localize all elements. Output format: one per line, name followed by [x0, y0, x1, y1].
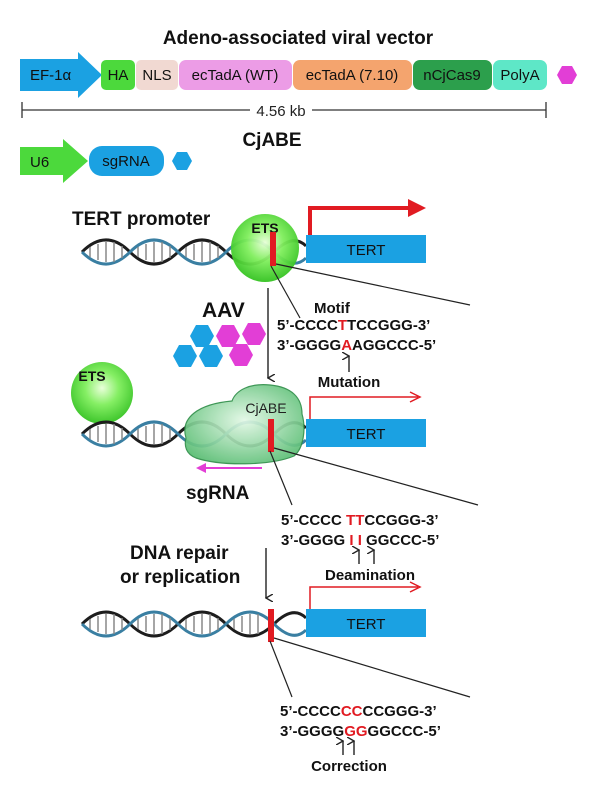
vector-size-scale: 4.56 kb [21, 100, 547, 120]
tert-promoter-title: TERT promoter [72, 209, 211, 230]
ets-label-2: ETS [78, 368, 105, 384]
transcription-arrowhead-1 [408, 199, 426, 217]
seq1-top-mut: T [338, 317, 347, 334]
vector-construct: EF-1α HA NLS ecTadA (WT) ecTadA (7.10) n… [20, 52, 577, 98]
seq2-top-t2: T [355, 512, 364, 529]
corrected-site [268, 609, 274, 642]
vector-size-label: 4.56 kb [256, 103, 305, 120]
aav-label: AAV [202, 299, 245, 322]
zoom-lines-3 [269, 637, 471, 698]
seq3-bot-right: GGCCC-5’ [368, 723, 441, 740]
seq2-bot-i1: I [349, 532, 353, 549]
aav-capsid-icon [557, 66, 577, 84]
seq3-top-left: 5’-CCCC [280, 703, 341, 720]
segment-nls-label: NLS [142, 67, 171, 84]
tert-gene-3 [306, 609, 426, 637]
u6-label: U6 [30, 154, 49, 171]
zoom-lines-1 [270, 263, 471, 319]
sgrna-hexagon-icon [172, 152, 192, 170]
deamination-annotation: Deamination [325, 567, 415, 584]
seq2-top-t1: T [346, 512, 355, 529]
sgrna-cassette: U6 sgRNA [20, 139, 192, 183]
dna-helix-3 [80, 610, 308, 638]
seq3-bot-corrected: GG [344, 723, 367, 740]
aav-particle-icon [190, 325, 214, 347]
transcription-arrow-3 [309, 586, 418, 609]
cjabe-label: CjABE [242, 130, 301, 151]
ets-factor-displaced [71, 362, 133, 424]
sequence-2-top: 5’-CCCC TTCCGGG-3’ [281, 512, 439, 529]
seq1-bot-right: AGGCCC-5’ [352, 337, 436, 354]
tert-label-2: TERT [347, 426, 386, 443]
sgrna-direction-arrowhead [196, 463, 206, 473]
tert-label-3: TERT [347, 616, 386, 633]
u6-promoter-arrow [20, 139, 88, 183]
mutation-site-1 [270, 232, 276, 266]
sequence-2-bottom: 3’-GGGG I I GGCCC-5’ [281, 532, 439, 549]
seq1-top-right: TCCGGG-3’ [347, 317, 430, 334]
sequence-3-top: 5’-CCCCCCCCGGG-3’ [280, 703, 437, 720]
seq3-top-corrected: CC [341, 703, 363, 720]
segment-ncjcas9-label: nCjCas9 [423, 67, 481, 84]
transcription-arrow-2 [309, 396, 418, 419]
seq1-bot-mut: A [341, 337, 352, 354]
transcription-arrowhead-2 [409, 391, 422, 403]
sgrna-block [89, 146, 164, 176]
correction-annotation: Correction [311, 758, 387, 775]
seq3-bot-left: 3’-GGGG [280, 723, 344, 740]
sgrna-block-label: sgRNA [102, 153, 150, 170]
segment-ectada-wt [179, 60, 292, 90]
ef1a-promoter-arrow [20, 52, 102, 98]
seq2-bot-right: GGCCC-5’ [366, 532, 439, 549]
segment-nls [136, 60, 178, 90]
seq3-top-right: CCGGG-3’ [363, 703, 437, 720]
seq2-bot-i2: I [358, 532, 362, 549]
segment-ncjcas9 [413, 60, 492, 90]
sequence-1-bottom: 3’-GGGGAAGGCCC-5’ [277, 337, 436, 354]
repair-label-line2: or replication [120, 567, 240, 588]
sequence-3-bottom: 3’-GGGGGGGGCCC-5’ [280, 723, 441, 740]
seq1-bot-left: 3’-GGGG [277, 337, 341, 354]
segment-ha-label: HA [108, 67, 129, 84]
motif-label: Motif [314, 300, 351, 317]
tert-gene-1 [306, 235, 426, 263]
tert-label-1: TERT [347, 242, 386, 259]
zoom-lines-2 [269, 447, 479, 506]
seq2-top-left: 5’-CCCC [281, 512, 346, 529]
mutation-annotation: Mutation [318, 374, 380, 391]
segment-polya-label: PolyA [500, 67, 539, 84]
tert-gene-2 [306, 419, 426, 447]
segment-ectada-710 [293, 60, 412, 90]
aav-particles [173, 323, 266, 367]
cjabe-editor-complex [184, 384, 305, 465]
segment-ectada-710-label: ecTadA (7.10) [306, 67, 399, 84]
seq2-top-right: CCGGG-3’ [364, 512, 438, 529]
segment-ectada-wt-label: ecTadA (WT) [192, 67, 279, 84]
seq2-bot-left: 3’-GGGG [281, 532, 349, 549]
seq1-top-left: 5’-CCCC [277, 317, 338, 334]
repair-label-line1: DNA repair [130, 543, 229, 564]
aav-particle-icon [199, 345, 223, 367]
aav-particle-icon [229, 344, 253, 366]
transcription-arrow-1 [308, 206, 408, 235]
sgrna-label: sgRNA [186, 483, 250, 504]
sequence-1-top: 5’-CCCCTTCCGGG-3’ [277, 317, 430, 334]
segment-ha [101, 60, 135, 90]
transcription-arrowhead-3 [409, 581, 422, 593]
aav-particle-icon [242, 323, 266, 345]
vector-title: Adeno-associated viral vector [163, 28, 434, 49]
cjabe-editor-label: CjABE [245, 400, 286, 416]
segment-polya [493, 60, 547, 90]
aav-particle-icon [173, 345, 197, 367]
ef1a-label: EF-1α [30, 67, 72, 84]
mutation-site-2 [268, 419, 274, 452]
aav-particle-icon [216, 325, 240, 347]
